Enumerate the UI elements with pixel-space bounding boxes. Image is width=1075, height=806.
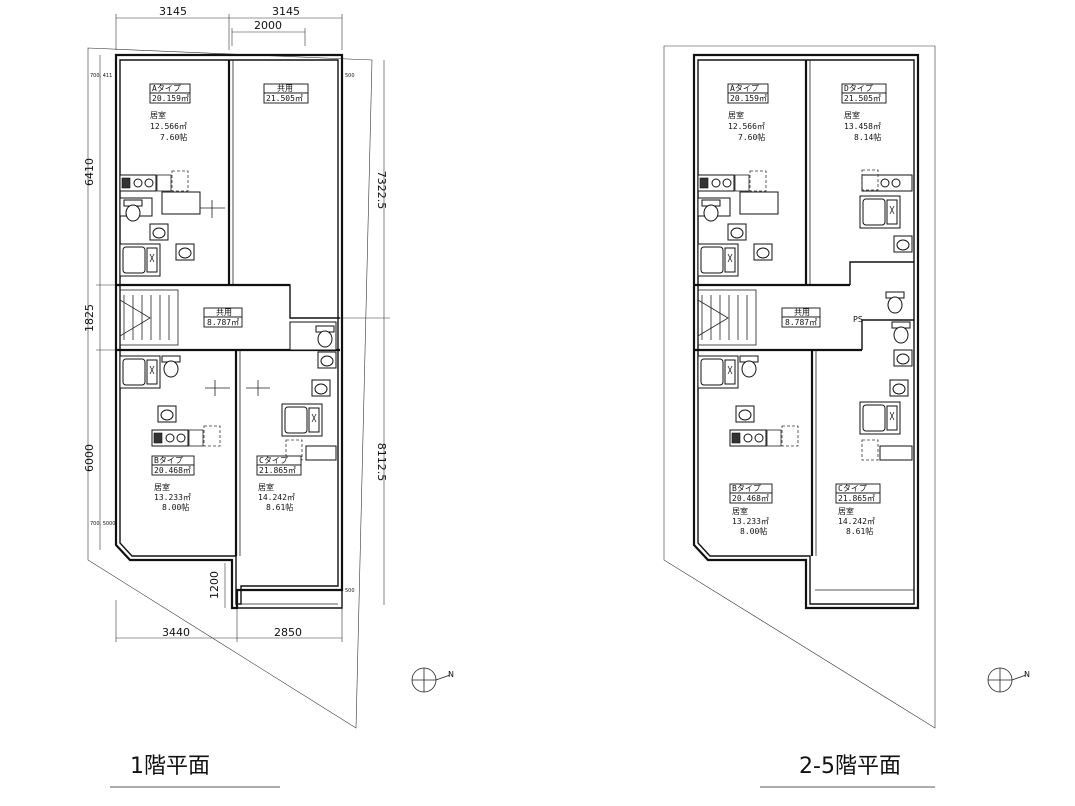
svg-text:8.787㎡: 8.787㎡ [207, 318, 239, 327]
svg-text:7.60帖: 7.60帖 [160, 132, 187, 142]
dim-left-mid: 1825 [83, 304, 96, 332]
svg-text:8.61帖: 8.61帖 [846, 526, 873, 536]
plan-2-5f: PS [663, 45, 1030, 788]
unit-label-2f-d: Dタイプ 21.505㎡ 居室 13.458㎡ 8.14帖 [841, 83, 887, 142]
dim-left-upper: 6410 [83, 158, 96, 186]
dim-tiny-lower-right: 500 [345, 588, 355, 594]
svg-text:20.159㎡: 20.159㎡ [152, 94, 189, 103]
dim-top-left: 3145 [159, 5, 187, 18]
svg-text:8.61帖: 8.61帖 [266, 502, 293, 512]
svg-text:13.233㎡: 13.233㎡ [154, 493, 191, 502]
dim-left-lower: 6000 [83, 444, 96, 472]
dim-tiny-upper-right: 500 [345, 73, 355, 79]
plan-title-2-5f: 2-5階平面 [799, 754, 901, 779]
unit-label-2f-a: Aタイプ 20.159㎡ 居室 12.566㎡ 7.60帖 [727, 83, 769, 142]
svg-text:Aタイプ: Aタイプ [152, 84, 181, 93]
plan-title-1f: 1階平面 [130, 754, 210, 779]
svg-text:居室: 居室 [728, 110, 744, 120]
svg-text:Cタイプ: Cタイプ [259, 456, 288, 465]
svg-text:共用: 共用 [794, 308, 810, 317]
svg-text:12.566㎡: 12.566㎡ [150, 122, 187, 131]
svg-text:共用: 共用 [216, 308, 232, 317]
svg-text:居室: 居室 [838, 506, 854, 516]
unit-label-1f-shared-upper: 共用 21.505㎡ [263, 83, 309, 104]
outer-wall-2 [692, 53, 920, 610]
unit-label-2f-c: Cタイプ 21.865㎡ 居室 14.242㎡ 8.61帖 [835, 483, 881, 536]
svg-text:Cタイプ: Cタイプ [838, 484, 867, 493]
dim-right-lower: 8112.5 [375, 443, 388, 482]
svg-text:21.865㎡: 21.865㎡ [259, 466, 296, 475]
svg-text:7.60帖: 7.60帖 [738, 132, 765, 142]
svg-text:N: N [448, 670, 454, 679]
dim-top-right: 3145 [272, 5, 300, 18]
dim-tiny-lower-left: 700, 5000 [90, 521, 115, 527]
svg-text:N: N [1024, 670, 1030, 679]
svg-text:居室: 居室 [844, 110, 860, 120]
svg-text:20.468㎡: 20.468㎡ [154, 466, 191, 475]
site-boundary-2 [663, 45, 936, 729]
svg-text:居室: 居室 [258, 482, 274, 492]
unit-label-1f-a: Aタイプ 20.159㎡ 居室 12.566㎡ 7.60帖 [149, 83, 191, 142]
north-arrow-icon: N [411, 667, 454, 693]
svg-text:8.00帖: 8.00帖 [740, 526, 767, 536]
dim-tiny-upper-left: 700, 411 [90, 73, 112, 79]
unit-label-1f-b: Bタイプ 20.468㎡ 居室 13.233㎡ 8.00帖 [151, 455, 195, 512]
svg-text:13.458㎡: 13.458㎡ [844, 122, 881, 131]
svg-text:Aタイプ: Aタイプ [730, 84, 759, 93]
ps-label: PS [853, 315, 863, 324]
dim-right-upper: 7322.5 [375, 171, 388, 210]
dim-top-inner: 2000 [254, 19, 282, 32]
svg-text:14.242㎡: 14.242㎡ [838, 517, 875, 526]
svg-text:20.468㎡: 20.468㎡ [732, 494, 769, 503]
unit-label-2f-shared-corridor: 共用 8.787㎡ [781, 307, 821, 328]
dim-bottom-left: 3440 [162, 626, 190, 639]
dim-bottom-right: 2850 [274, 626, 302, 639]
svg-text:20.159㎡: 20.159㎡ [730, 94, 767, 103]
svg-text:21.865㎡: 21.865㎡ [838, 494, 875, 503]
svg-text:13.233㎡: 13.233㎡ [732, 517, 769, 526]
svg-text:8.00帖: 8.00帖 [162, 502, 189, 512]
svg-text:12.566㎡: 12.566㎡ [728, 122, 765, 131]
svg-text:21.505㎡: 21.505㎡ [844, 94, 881, 103]
unit-label-1f-shared-corridor: 共用 8.787㎡ [203, 307, 243, 328]
svg-text:居室: 居室 [150, 110, 166, 120]
plan-1f: 3145 3145 2000 6410 1825 6000 700, 411 7… [83, 5, 454, 788]
svg-text:8.787㎡: 8.787㎡ [785, 318, 817, 327]
svg-text:Dタイプ: Dタイプ [844, 84, 873, 93]
north-arrow-icon-2: N [987, 667, 1030, 693]
unit-label-2f-b: Bタイプ 20.468㎡ 居室 13.233㎡ 8.00帖 [729, 483, 773, 536]
unit-label-1f-c: Cタイプ 21.865㎡ 居室 14.242㎡ 8.61帖 [256, 455, 302, 512]
svg-text:居室: 居室 [154, 482, 170, 492]
svg-text:共用: 共用 [277, 84, 293, 93]
dim-bottom-side: 1200 [208, 571, 221, 599]
svg-text:14.242㎡: 14.242㎡ [258, 493, 295, 502]
svg-text:居室: 居室 [732, 506, 748, 516]
svg-text:Bタイプ: Bタイプ [154, 456, 183, 465]
svg-text:Bタイプ: Bタイプ [732, 484, 761, 493]
svg-text:8.14帖: 8.14帖 [854, 132, 881, 142]
svg-text:21.505㎡: 21.505㎡ [266, 94, 303, 103]
